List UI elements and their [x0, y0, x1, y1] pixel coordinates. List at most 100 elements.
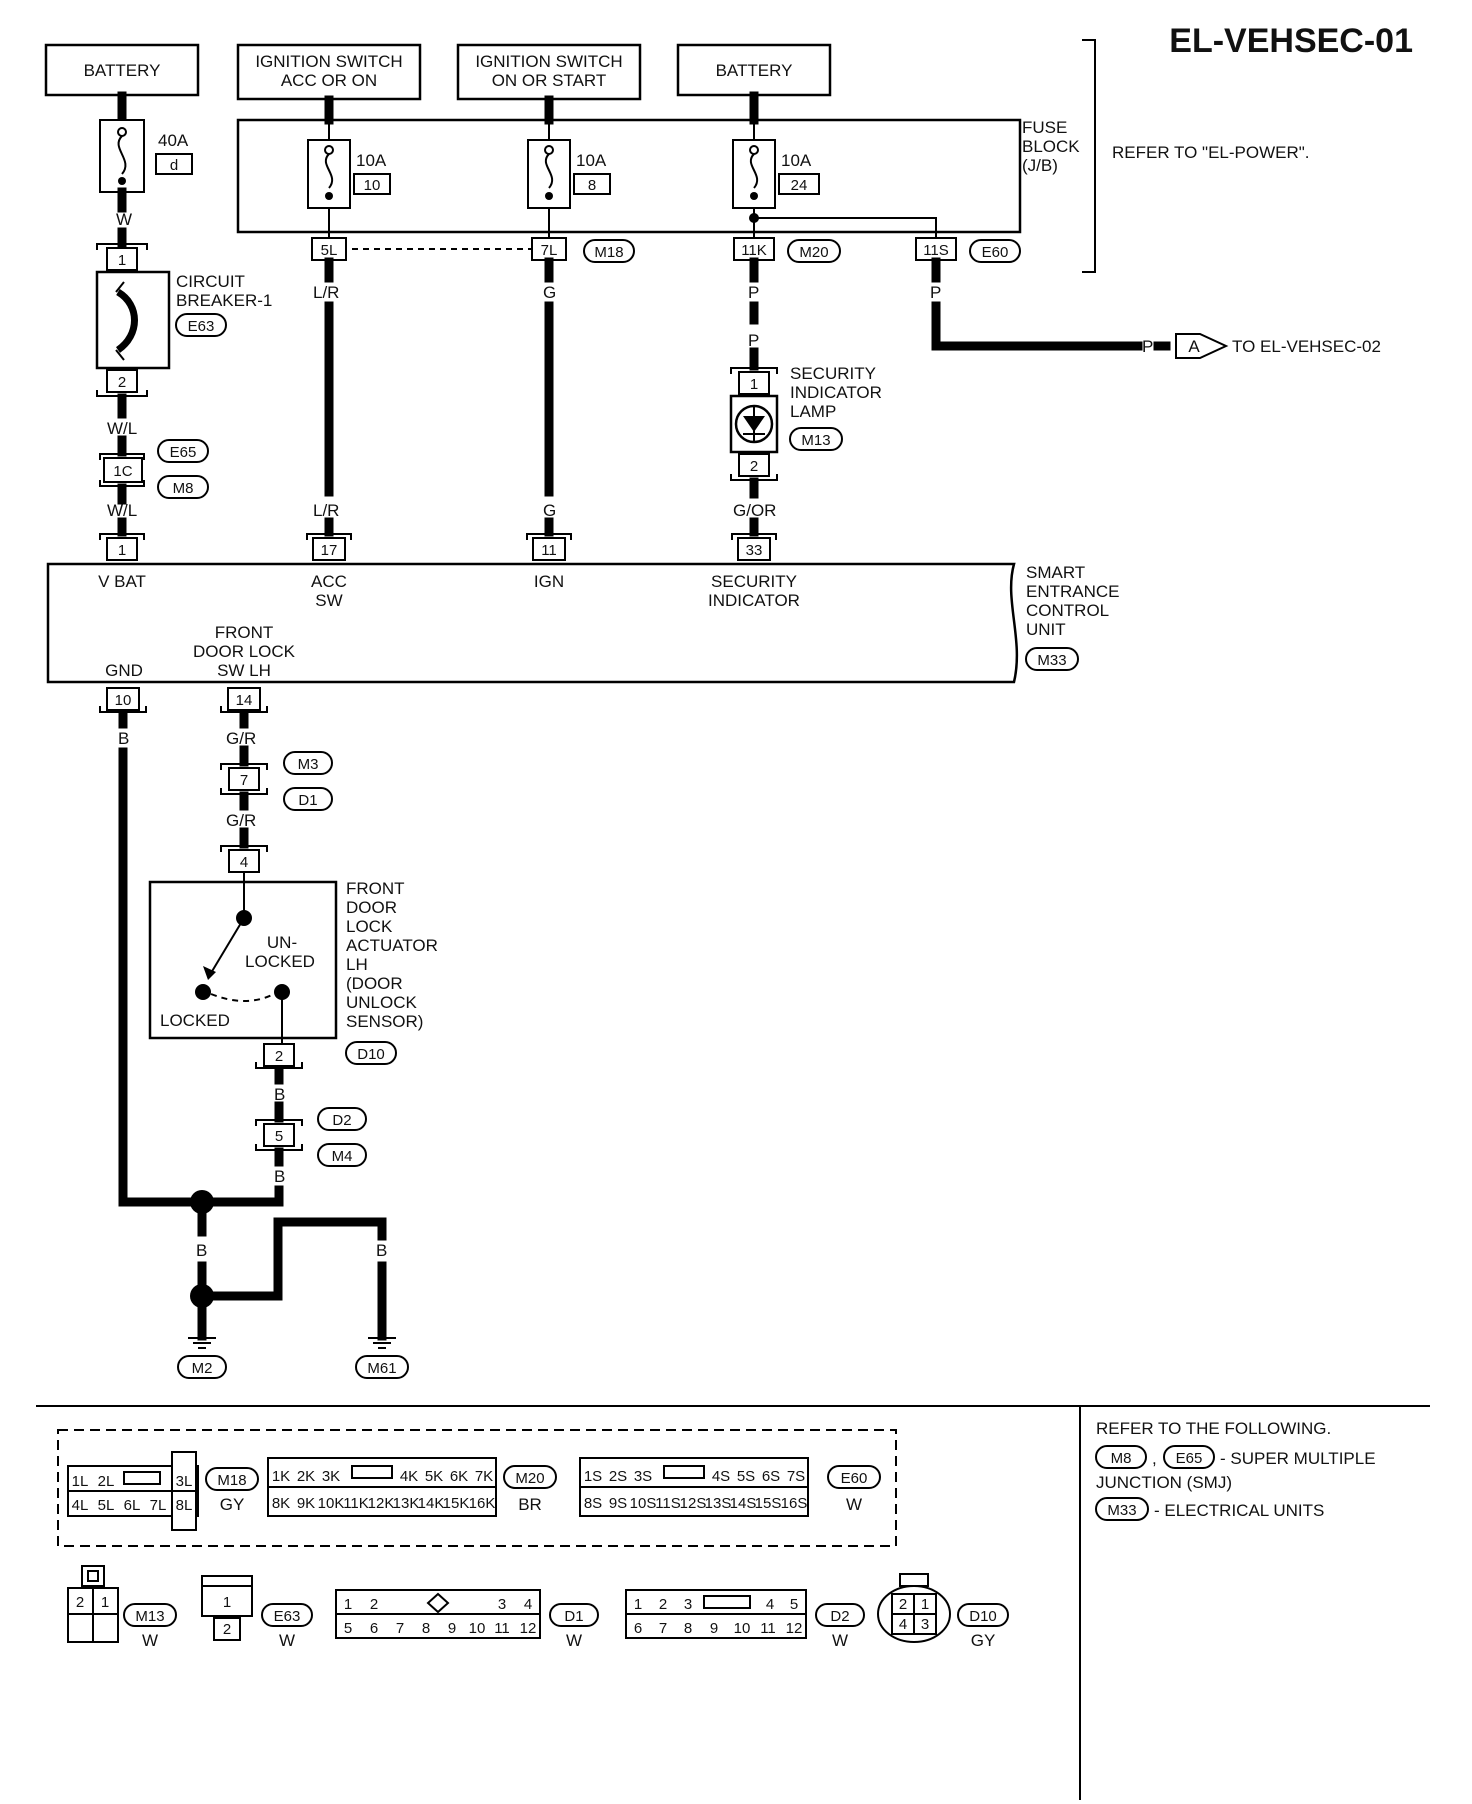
unit-name-sec-2: INDICATOR — [708, 591, 800, 610]
svg-text:2L: 2L — [98, 1473, 115, 1490]
legend-comma: , — [1152, 1449, 1157, 1468]
svg-text:M18: M18 — [594, 244, 623, 261]
fuse-1-number: 10 — [364, 177, 381, 194]
front-door-lock-actuator: 4 UN- LOCKED LOCKED 2 FRONT DOOR LOCK AC… — [148, 845, 438, 1069]
legend-m33: M33 — [1107, 1502, 1136, 1519]
wire-label-b-4: B — [196, 1241, 207, 1260]
actuator-conn-d10: D10 — [357, 1046, 385, 1063]
svg-text:2S: 2S — [609, 1468, 627, 1485]
svg-text:13K: 13K — [393, 1495, 420, 1512]
unit-name-gnd: GND — [105, 661, 143, 680]
door-connector-7: 7 M3 D1 — [220, 751, 333, 811]
pin-11k: 11K — [733, 237, 775, 261]
svg-text:4: 4 — [766, 1596, 774, 1613]
battery-left-box: BATTERY — [44, 43, 200, 97]
circuit-breaker: 1 2 CIRCUIT BREAKER-1 E63 — [95, 243, 272, 397]
offpage-text: TO EL-VEHSEC-02 — [1232, 337, 1381, 356]
svg-text:D2: D2 — [830, 1608, 849, 1625]
gnd-conn-pin-5: 5 — [275, 1128, 283, 1145]
svg-text:11: 11 — [494, 1620, 510, 1637]
page-title: EL-VEHSEC-01 — [1169, 22, 1413, 60]
lamp-pin-1: 1 — [750, 376, 758, 393]
svg-text:W: W — [846, 1495, 862, 1514]
svg-text:2: 2 — [899, 1596, 907, 1613]
fuse-main-amp: 40A — [158, 131, 189, 150]
offpage-connector-a[interactable]: A — [1175, 333, 1229, 359]
unit-label-2: ENTRANCE — [1026, 582, 1120, 601]
fuse-block-label-3: (J/B) — [1022, 156, 1058, 175]
breaker-label-2: BREAKER-1 — [176, 291, 272, 310]
unit-conn-m33-badge — [1025, 647, 1079, 671]
wire-label-b-3: B — [274, 1167, 285, 1186]
smj-conn-m8: M8 — [173, 480, 194, 497]
svg-text:3S: 3S — [634, 1468, 652, 1485]
svg-text:12S: 12S — [680, 1495, 707, 1512]
svg-text:3: 3 — [684, 1596, 692, 1613]
svg-text:10S: 10S — [630, 1495, 657, 1512]
svg-text:12: 12 — [520, 1620, 537, 1637]
svg-text:6L: 6L — [124, 1497, 141, 1514]
face-m20: 1K 2K 3K 4K 5K 6K 7K 8K 9K 10K 11K 12K 1… — [267, 1457, 557, 1517]
svg-text:2: 2 — [370, 1596, 378, 1613]
svg-text:11: 11 — [760, 1620, 776, 1637]
wire-label-b-2: B — [274, 1085, 285, 1104]
svg-text:8: 8 — [684, 1620, 692, 1637]
fuse-block-label-1: FUSE — [1022, 118, 1067, 137]
svg-text:7L: 7L — [541, 242, 558, 259]
pin-5l: 5L — [311, 237, 347, 261]
svg-text:1K: 1K — [272, 1468, 290, 1485]
svg-text:8K: 8K — [272, 1495, 290, 1512]
wire-b-gnd — [118, 747, 203, 1207]
face-e60: 1S 2S 3S 4S 5S 6S 7S 8S 9S 10S 11S 12S 1… — [579, 1457, 881, 1517]
battery-right-label: BATTERY — [716, 61, 793, 80]
fuse-1-amp: 10A — [356, 151, 387, 170]
door-conn-m3: M3 — [298, 756, 319, 773]
svg-text:W: W — [832, 1631, 848, 1650]
svg-text:M20: M20 — [799, 244, 828, 261]
ignition-acc-box: IGNITION SWITCH ACC OR ON — [236, 43, 422, 101]
fuse-3: 10A 24 — [732, 120, 937, 238]
unit-pin-ign: 11 — [526, 533, 572, 561]
fuse-3-number: 24 — [791, 177, 808, 194]
wire-label-p-4: P — [1142, 337, 1153, 356]
wire-label-w: W — [116, 210, 132, 229]
svg-text:5S: 5S — [737, 1468, 755, 1485]
svg-text:9: 9 — [448, 1620, 456, 1637]
svg-text:M20: M20 — [515, 1470, 544, 1487]
face-d10: 2 1 4 3 D10 GY — [877, 1573, 1009, 1650]
face-d1: 1 2 3 4 5 6 7 8 9 10 11 12 D1 W — [335, 1589, 599, 1650]
svg-text:9S: 9S — [609, 1495, 627, 1512]
legend-e65: E65 — [1176, 1450, 1203, 1467]
unit-pin-sec: 33 — [731, 533, 777, 561]
ignition-acc-label-1: IGNITION SWITCH — [255, 52, 402, 71]
svg-text:5: 5 — [344, 1620, 352, 1637]
battery-right-box: BATTERY — [676, 43, 832, 97]
lamp-pin-2: 2 — [750, 458, 758, 475]
svg-text:11: 11 — [541, 542, 557, 559]
actuator-label-2: DOOR — [346, 898, 397, 917]
unit-pin-fdl: 14 — [220, 687, 268, 713]
svg-text:14S: 14S — [730, 1495, 757, 1512]
actuator-label-1: FRONT — [346, 879, 405, 898]
unit-name-fdl-2: DOOR LOCK — [193, 642, 296, 661]
svg-text:7L: 7L — [150, 1497, 167, 1514]
svg-text:4L: 4L — [72, 1497, 89, 1514]
svg-text:D10: D10 — [969, 1608, 997, 1625]
unit-pin-gnd: 10 — [99, 687, 147, 713]
svg-text:1: 1 — [921, 1596, 929, 1613]
svg-text:5K: 5K — [425, 1468, 443, 1485]
battery-left-label: BATTERY — [84, 61, 161, 80]
svg-text:3L: 3L — [176, 1473, 193, 1490]
svg-text:16K: 16K — [469, 1495, 496, 1512]
actuator-label-6: (DOOR — [346, 974, 403, 993]
wire-label-g-2: G — [543, 501, 556, 520]
actuator-label-4: ACTUATOR — [346, 936, 438, 955]
unit-label-4: UNIT — [1026, 620, 1066, 639]
actuator-locked: LOCKED — [160, 1011, 230, 1030]
conn-m18-tag: M18 — [583, 239, 635, 263]
svg-text:11S: 11S — [923, 242, 949, 259]
security-indicator-lamp: 1 2 SECURITY INDICATOR LAMP M13 — [729, 364, 882, 481]
actuator-unlocked-1: UN- — [267, 933, 297, 952]
junction-1 — [190, 1190, 214, 1214]
